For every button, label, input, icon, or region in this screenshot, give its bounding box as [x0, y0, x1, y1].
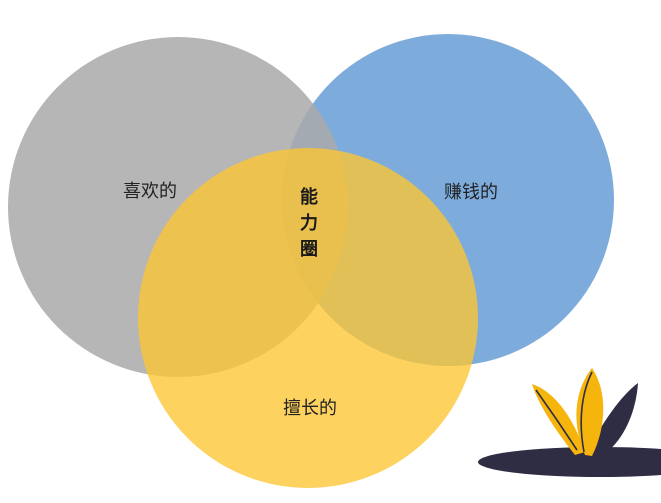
intersection-char: 能	[300, 187, 318, 208]
intersection-label: 能 力 圈	[297, 185, 321, 263]
leaf-plant-icon	[478, 368, 661, 477]
intersection-char: 力	[300, 213, 318, 234]
label-earn: 赚钱的	[444, 182, 498, 203]
circle-good	[138, 148, 478, 488]
label-like: 喜欢的	[123, 181, 177, 202]
label-good: 擅长的	[283, 398, 337, 419]
intersection-char: 圈	[300, 239, 318, 260]
